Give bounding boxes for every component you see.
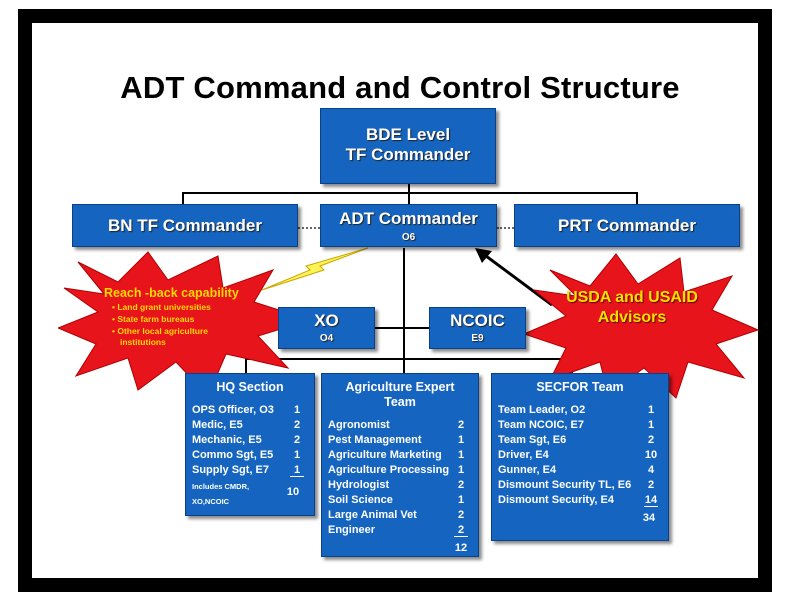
- bde-level-box: BDE Level TF Commander: [320, 108, 496, 184]
- connector-bn-drop: [182, 192, 184, 205]
- reach-back-item: • Land grant universities: [112, 302, 211, 312]
- arrow-icon: [475, 248, 553, 307]
- ncoic-box: NCOIC E9: [429, 307, 526, 349]
- connector-xo-ncoic: [375, 327, 429, 329]
- reach-back-burst-icon: [58, 251, 312, 397]
- connector-prt-drop: [636, 192, 638, 205]
- reach-back-item: • Other local agriculture: [112, 326, 209, 336]
- connector-ag-drop: [403, 358, 405, 374]
- hq-note: XO,NCOIC: [192, 497, 230, 506]
- connector-team-horizontal: [245, 358, 573, 360]
- lightning-bolt-icon: [261, 247, 369, 291]
- secfor-total: 34: [642, 512, 656, 524]
- dotted-link-bn-adt: [298, 227, 320, 229]
- ag-total: 12: [454, 542, 468, 554]
- reach-back-item: • State farm bureaus: [112, 314, 195, 324]
- prt-commander-box: PRT Commander: [514, 204, 740, 247]
- dotted-link-adt-prt: [497, 227, 517, 229]
- connector-adt-drop: [408, 192, 410, 205]
- usda-advisors-burst-icon: [522, 253, 760, 399]
- connector-top-horizontal: [182, 192, 638, 194]
- connector-adt-down: [403, 248, 405, 360]
- connector-hq-drop: [245, 358, 247, 374]
- secfor-team-title: SECFOR Team: [536, 380, 624, 394]
- agriculture-team-title: Agriculture Expert Team: [345, 380, 455, 409]
- bn-tf-commander-box: BN TF Commander: [72, 204, 298, 247]
- page-title: ADT Command and Control Structure: [120, 70, 680, 105]
- reach-back-title: Reach -back capability: [104, 286, 239, 300]
- hq-section-title: HQ Section: [216, 380, 284, 394]
- hq-total: 10: [286, 486, 300, 498]
- adt-commander-box: ADT Commander O6: [320, 204, 497, 247]
- xo-box: XO O4: [278, 307, 375, 349]
- hq-note: Includes CMDR,: [192, 482, 250, 491]
- reach-back-item: institutions: [120, 337, 166, 347]
- connector-bde-down: [408, 184, 410, 193]
- usda-advisors-label: USDA and USAID Advisors: [566, 289, 698, 326]
